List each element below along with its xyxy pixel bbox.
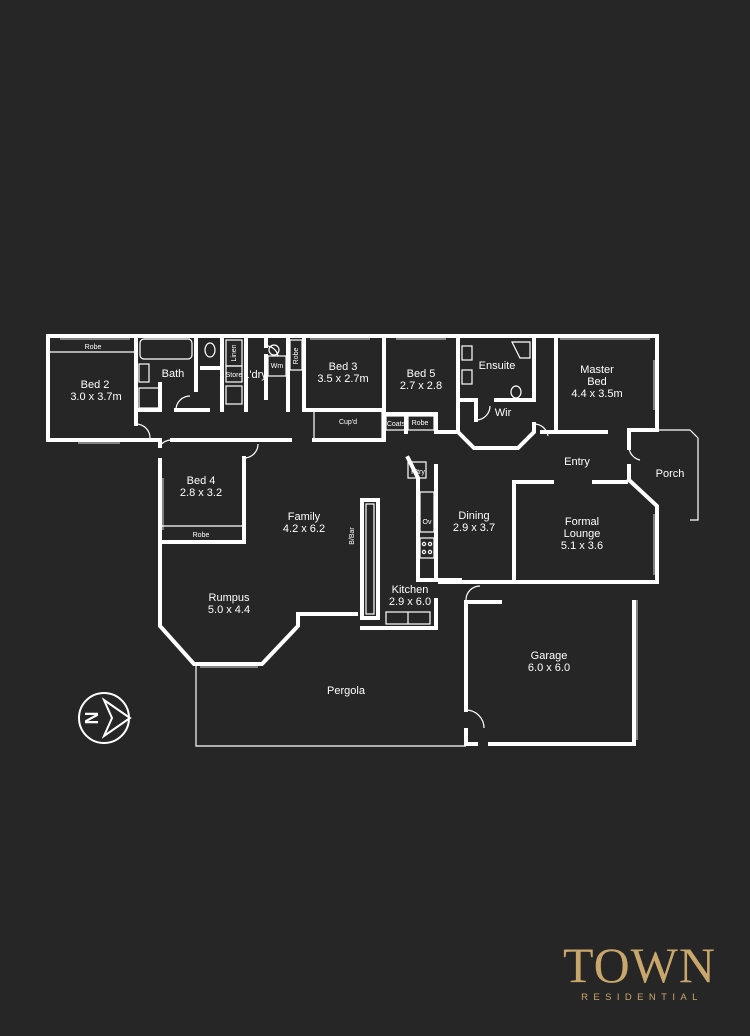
bed2-size: 3.0 x 3.7m — [70, 391, 121, 403]
toilet-icon — [510, 385, 522, 399]
bath-name: Bath — [162, 368, 185, 380]
master-size: 4.4 x 3.5m — [571, 388, 622, 400]
brand-tagline: RESIDENTIAL — [581, 992, 703, 1003]
dining-size: 2.9 x 3.7 — [453, 522, 495, 534]
shower-icon — [138, 387, 160, 409]
laundry-name: L'dry — [243, 369, 267, 381]
oven-icon — [419, 491, 435, 533]
coats-label: Coats — [387, 421, 406, 428]
garage-size: 6.0 x 6.0 — [528, 662, 570, 674]
rumpus-name: Rumpus — [209, 592, 250, 604]
oven-label: Ov — [423, 519, 432, 526]
compass-letter: N — [82, 712, 102, 725]
brand-logo: TOWN RESIDENTIAL — [563, 940, 716, 1003]
bed5-size: 2.7 x 2.8 — [400, 380, 442, 392]
toilet-icon — [204, 342, 216, 358]
brekky-bar-label: B/Bar — [349, 527, 356, 545]
room-labels: Bed 2 3.0 x 3.7m Bath L'dry Bed 3 3.5 x … — [70, 360, 684, 697]
master-name: Master — [580, 364, 614, 376]
fixture-labels: Robe Robe Robe Coats Cup'd P'try Ov Stor… — [85, 344, 432, 545]
shower-icon — [511, 341, 531, 359]
kitchen-name: Kitchen — [392, 584, 429, 596]
cupboard-label: Cup'd — [339, 419, 357, 426]
robe-bed2-label: Robe — [85, 344, 102, 351]
ensuite-name: Ensuite — [479, 360, 516, 372]
compass: N — [78, 692, 132, 744]
pantry-label: P'try — [411, 469, 425, 476]
robe-hall-label: Robe — [293, 348, 300, 365]
wir-name: Wir — [495, 407, 512, 419]
robe-bed4-label: Robe — [193, 532, 210, 539]
bed4-size: 2.8 x 3.2 — [180, 487, 222, 499]
garage-name: Garage — [531, 650, 568, 662]
wm-label: Wm — [271, 363, 284, 370]
pergola-name: Pergola — [327, 685, 366, 697]
brand-name: TOWN — [562, 937, 716, 993]
walls — [46, 334, 699, 747]
kitchen-size: 2.9 x 6.0 — [389, 596, 431, 608]
vanity-icon — [461, 369, 473, 385]
bed2-name: Bed 2 — [81, 379, 110, 391]
tub-icon — [268, 344, 280, 356]
bed4-name: Bed 4 — [187, 475, 216, 487]
porch-name: Porch — [656, 468, 685, 480]
formal-size: 5.1 x 3.6 — [561, 540, 603, 552]
bed3-name: Bed 3 — [329, 361, 358, 373]
vanity-icon — [461, 345, 473, 361]
bed5-name: Bed 5 — [407, 368, 436, 380]
bathtub-icon — [139, 338, 193, 360]
windows — [60, 338, 655, 740]
master-name2: Bed — [587, 376, 607, 388]
formal-name: Formal — [565, 516, 599, 528]
formal-name2: Lounge — [564, 528, 601, 540]
rumpus-size: 5.0 x 4.4 — [208, 604, 250, 616]
doors — [135, 345, 641, 729]
entry-name: Entry — [564, 456, 590, 468]
dining-name: Dining — [458, 510, 489, 522]
vanity-icon — [138, 363, 150, 383]
store-label: Store — [226, 372, 243, 379]
linen-label: Linen — [231, 344, 238, 361]
bed3-size: 3.5 x 2.7m — [317, 373, 368, 385]
family-name: Family — [288, 511, 321, 523]
family-size: 4.2 x 6.2 — [283, 523, 325, 535]
robe-bed5-label: Robe — [412, 420, 429, 427]
cooktop-icon — [419, 537, 435, 559]
fixtures — [50, 338, 531, 625]
